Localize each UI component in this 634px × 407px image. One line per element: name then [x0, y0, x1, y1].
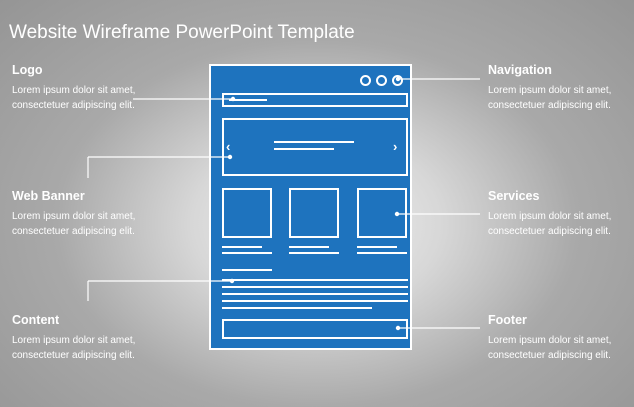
service-text-line: [289, 252, 339, 254]
chevron-left-icon: ‹: [226, 139, 231, 154]
content-text-line: [222, 269, 272, 271]
footer-box: [222, 319, 408, 339]
content-text-line: [222, 300, 408, 302]
callout-heading: Logo: [12, 63, 43, 77]
web-banner-box: [222, 118, 408, 176]
content-text-line: [222, 307, 372, 309]
callout-heading: Services: [488, 189, 540, 203]
callout-web-banner: Web Banner Lorem ipsum dolor sit amet, c…: [12, 189, 150, 239]
nav-circle-icon: [376, 75, 387, 86]
service-box: [357, 188, 407, 238]
callout-heading: Footer: [488, 313, 527, 327]
callout-content: Content Lorem ipsum dolor sit amet, cons…: [12, 313, 150, 363]
callout-text: Lorem ipsum dolor sit amet, consectetuer…: [488, 211, 612, 237]
callout-text: Lorem ipsum dolor sit amet, consectetuer…: [488, 85, 612, 111]
service-text-line: [222, 252, 272, 254]
service-text-line: [357, 246, 397, 248]
slide-title: Website Wireframe PowerPoint Template: [9, 22, 355, 43]
callout-text: Lorem ipsum dolor sit amet, consectetuer…: [12, 211, 136, 237]
callout-text: Lorem ipsum dolor sit amet, consectetuer…: [12, 85, 136, 111]
content-text-line: [222, 279, 408, 281]
service-text-line: [289, 246, 329, 248]
callout-text: Lorem ipsum dolor sit amet, consectetuer…: [12, 335, 136, 361]
callout-services: Services Lorem ipsum dolor sit amet, con…: [488, 189, 626, 239]
logo-placeholder: [229, 99, 267, 101]
banner-text-line: [274, 148, 334, 150]
logo-bar: [222, 93, 408, 107]
service-text-line: [357, 252, 407, 254]
callout-logo: Logo Lorem ipsum dolor sit amet, consect…: [12, 63, 150, 113]
website-wireframe: ‹ ›: [209, 64, 412, 350]
content-text-line: [222, 286, 408, 288]
nav-circle-icon: [360, 75, 371, 86]
callout-navigation: Navigation Lorem ipsum dolor sit amet, c…: [488, 63, 626, 113]
callout-heading: Navigation: [488, 63, 552, 77]
service-box: [289, 188, 339, 238]
callout-heading: Content: [12, 313, 60, 327]
content-text-line: [222, 293, 408, 295]
callout-text: Lorem ipsum dolor sit amet, consectetuer…: [488, 335, 612, 361]
chevron-right-icon: ›: [393, 139, 398, 154]
callout-footer: Footer Lorem ipsum dolor sit amet, conse…: [488, 313, 626, 363]
service-text-line: [222, 246, 262, 248]
service-box: [222, 188, 272, 238]
callout-heading: Web Banner: [12, 189, 85, 203]
nav-circle-icon: [392, 75, 403, 86]
banner-text-line: [274, 141, 354, 143]
